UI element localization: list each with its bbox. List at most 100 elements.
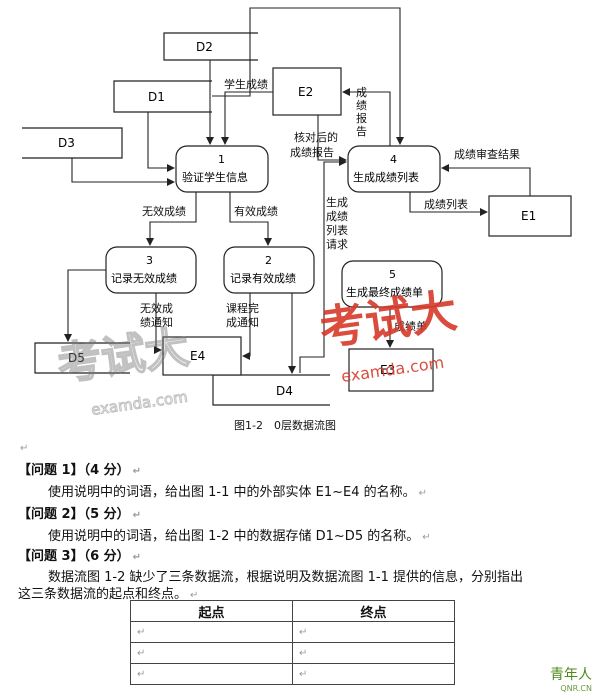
label-score-report-1: 成 (356, 86, 367, 99)
site-logo: 青年人 QNR.CN (550, 664, 592, 693)
process-3-name: 记录无效成绩 (111, 271, 177, 285)
entity-e4-label: E4 (190, 349, 205, 363)
answer-cell[interactable]: ↵ (130, 642, 293, 664)
answer-cell[interactable]: ↵ (292, 621, 455, 643)
process-5-name: 生成最终成绩单 (346, 285, 423, 299)
return-mark: ↵ (190, 590, 199, 601)
answer-table: 起点 终点 ↵ ↵ ↵ ↵ ↵ ↵ (130, 600, 455, 685)
question-2-line: 使用说明中的词语，给出图 1-2 中的数据存储 D1~D5 的名称。 (48, 529, 420, 544)
watermark: 考试大 examda.com (54, 321, 193, 419)
flow-d1-to-p1 (147, 112, 175, 172)
flow-p4-to-e1 (409, 192, 488, 216)
entity-e1-label: E1 (521, 209, 536, 223)
label-course-notice-1: 课程完 (226, 301, 259, 315)
store-d5-label: D5 (68, 351, 85, 365)
return-mark: ↵ (132, 510, 142, 521)
answer-cell[interactable]: ↵ (130, 663, 293, 685)
store-d4-label: D4 (276, 384, 293, 398)
question-1-title: 【问题 1】（4 分） (18, 463, 130, 478)
answer-table-header: 起点 终点 (130, 600, 455, 622)
flow-d4-to-p4 (299, 158, 347, 373)
process-2: 2 记录有效成绩 (223, 246, 315, 294)
label-invalid-score: 无效成绩 (142, 204, 186, 218)
process-5: 5 生成最终成绩单 (341, 260, 443, 308)
entity-e4: E4 (162, 336, 242, 376)
return-mark-1: ↵ (20, 443, 29, 454)
process-1: 1 验证学生信息 (175, 145, 269, 193)
label-score-report-3: 报 (356, 111, 367, 125)
header-end: 终点 (292, 600, 455, 622)
label-gen-request-1: 生成 (326, 195, 348, 209)
label-student-score: 学生成绩 (224, 77, 268, 91)
watermark-small-left: examda.com (90, 388, 189, 419)
flow-p3-to-e4 (154, 293, 162, 354)
return-mark: ↵ (132, 552, 142, 563)
entity-e3: E3 (348, 348, 434, 392)
question-3-body-line-2: 这三条数据流的起点和终点。↵ (18, 583, 198, 602)
return-mark: ↵ (132, 466, 142, 477)
flow-d3-to-p1 (71, 158, 175, 186)
process-4: 4 生成成绩列表 (347, 145, 441, 193)
label-course-notice-2: 成通知 (226, 315, 259, 329)
question-2-heading: 【问题 2】（5 分）↵ (18, 503, 141, 522)
store-d1-label: D1 (148, 90, 165, 104)
question-1-body: 使用说明中的词语，给出图 1-1 中的外部实体 E1~E4 的名称。↵ (48, 481, 427, 500)
question-3-title: 【问题 3】（6 分） (18, 549, 130, 564)
process-4-name: 生成成绩列表 (353, 170, 419, 184)
label-valid-score: 有效成绩 (234, 204, 278, 218)
label-score-sheet: 成绩单 (394, 320, 427, 333)
header-start: 起点 (130, 600, 293, 622)
process-4-num: 4 (390, 153, 397, 166)
label-score-report-4: 告 (356, 125, 367, 138)
entity-e3-label: E3 (380, 363, 395, 377)
watermark-red: 考试大 examda.com (316, 283, 460, 386)
return-mark: ↵ (422, 532, 431, 543)
flow-e2-to-p4 (317, 115, 347, 164)
question-3-line-2: 这三条数据流的起点和终点。 (18, 587, 188, 602)
answer-cell[interactable]: ↵ (292, 663, 455, 685)
question-3-line-1: 数据流图 1-2 缺少了三条数据流，根据说明及数据流图 1-1 提供的信息，分别… (48, 570, 523, 585)
process-1-num: 1 (218, 153, 225, 166)
watermark-big-right: 考试大 (316, 283, 460, 356)
table-row: ↵ ↵ (130, 642, 455, 664)
label-invalid-notice-2: 绩通知 (140, 315, 173, 329)
answer-cell[interactable]: ↵ (292, 642, 455, 664)
flow-lines (64, 7, 531, 374)
label-gen-request-2: 成绩 (326, 210, 348, 223)
flow-e1-to-p4 (441, 164, 531, 196)
flow-p4-to-e2 (342, 88, 391, 146)
process-3: 3 记录无效成绩 (105, 246, 197, 294)
store-d3: D3 (22, 127, 123, 159)
label-invalid-notice-1: 无效成 (140, 301, 173, 315)
store-d2-label: D2 (196, 40, 213, 54)
question-3-body-line-1: 数据流图 1-2 缺少了三条数据流，根据说明及数据流图 1-1 提供的信息，分别… (48, 566, 523, 585)
entity-e1: E1 (488, 195, 572, 237)
table-row: ↵ ↵ (130, 663, 455, 685)
logo-main: 青年人 (550, 667, 592, 683)
label-review-result: 成绩审查结果 (454, 147, 520, 161)
label-score-report-2: 绩 (356, 99, 367, 112)
flow-d1-to-p4 (212, 7, 404, 145)
process-5-num: 5 (389, 268, 396, 281)
flow-p1-to-p2 (229, 192, 272, 246)
store-d4: D4 (212, 374, 330, 406)
question-2-title: 【问题 2】（5 分） (18, 507, 130, 522)
flow-e2-to-p1 (221, 91, 273, 145)
label-gen-request-3: 列表 (326, 223, 348, 237)
store-d1: D1 (113, 80, 212, 113)
store-d2: D2 (163, 32, 258, 61)
question-2-body: 使用说明中的词语，给出图 1-2 中的数据存储 D1~D5 的名称。↵ (48, 525, 431, 544)
logo-sub: QNR.CN (560, 684, 592, 693)
store-d3-label: D3 (58, 136, 75, 150)
label-verified-report-2: 成绩报告 (290, 145, 334, 159)
question-1-heading: 【问题 1】（4 分）↵ (18, 459, 141, 478)
process-1-name: 验证学生信息 (182, 170, 248, 184)
question-1-line: 使用说明中的词语，给出图 1-1 中的外部实体 E1~E4 的名称。 (48, 485, 416, 500)
table-row: ↵ ↵ (130, 621, 455, 643)
flow-p1-to-p3 (146, 192, 197, 246)
entity-e2: E2 (272, 67, 342, 116)
watermark-big-left: 考试大 (54, 322, 192, 391)
answer-cell[interactable]: ↵ (130, 621, 293, 643)
process-3-num: 3 (146, 254, 153, 267)
